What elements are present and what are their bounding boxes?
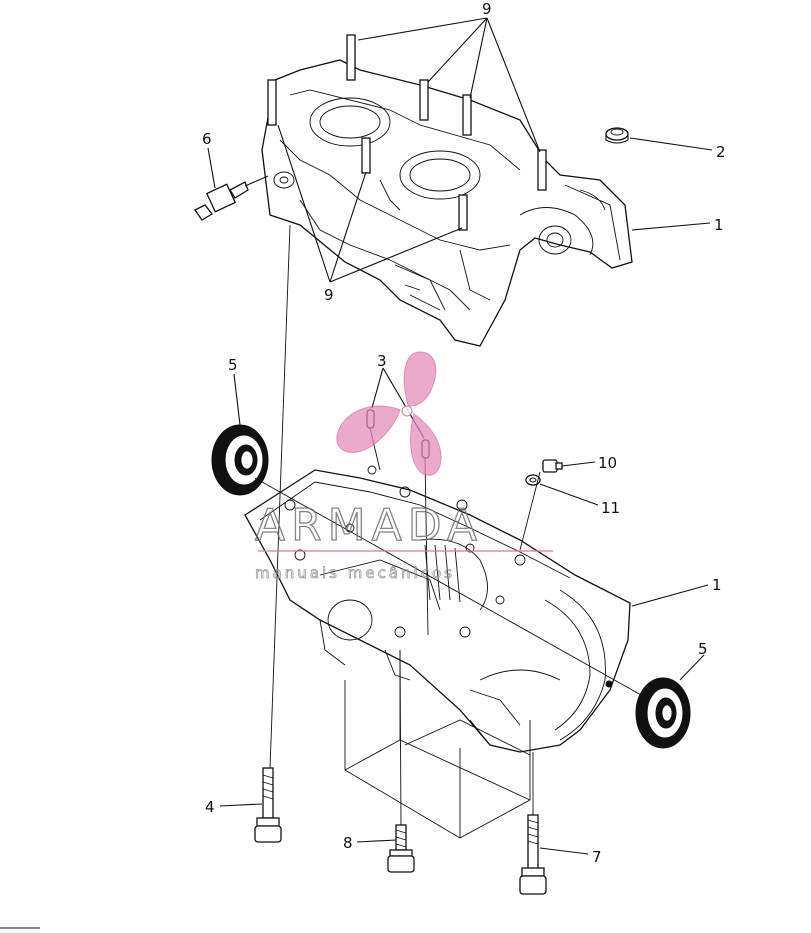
callout-1-bottom: 1 xyxy=(712,576,722,594)
callout-9-top: 9 xyxy=(482,0,492,18)
callout-1-top: 1 xyxy=(714,216,724,234)
propeller-logo-icon xyxy=(336,351,442,476)
leader-lines xyxy=(207,17,713,855)
phantom-box-outline xyxy=(344,650,531,839)
upper-crankcase xyxy=(261,34,633,347)
callout-5-right: 5 xyxy=(698,640,708,658)
bolt-4 xyxy=(254,767,282,843)
callout-5-left: 5 xyxy=(228,356,238,374)
callout-9-bottom: 9 xyxy=(324,286,334,304)
oil-seal-left xyxy=(211,424,269,496)
callout-11: 11 xyxy=(601,499,620,517)
callout-6: 6 xyxy=(202,130,212,148)
oil-seal-right xyxy=(635,677,691,749)
callout-numbers: 9 9 6 2 1 5 3 10 11 1 5 4 8 7 xyxy=(202,0,726,866)
callout-7: 7 xyxy=(592,848,602,866)
bolt-7 xyxy=(519,814,547,895)
screw-and-washer xyxy=(525,459,563,486)
watermark-brand: ARMADA xyxy=(255,500,483,551)
lower-crankcase xyxy=(244,465,631,753)
plug-part xyxy=(605,127,629,144)
callout-4: 4 xyxy=(205,798,215,816)
bolt-8 xyxy=(387,824,415,873)
alignment-lines xyxy=(254,224,651,826)
callout-2: 2 xyxy=(716,143,726,161)
temperature-sensor-part xyxy=(194,175,269,221)
stud-group-upper xyxy=(267,34,547,231)
callout-3: 3 xyxy=(377,352,387,370)
callout-8: 8 xyxy=(343,834,353,852)
watermark: ARMADA manuais mecânicos xyxy=(254,351,553,582)
callout-10: 10 xyxy=(598,454,617,472)
watermark-tagline: manuais mecânicos xyxy=(255,564,455,582)
